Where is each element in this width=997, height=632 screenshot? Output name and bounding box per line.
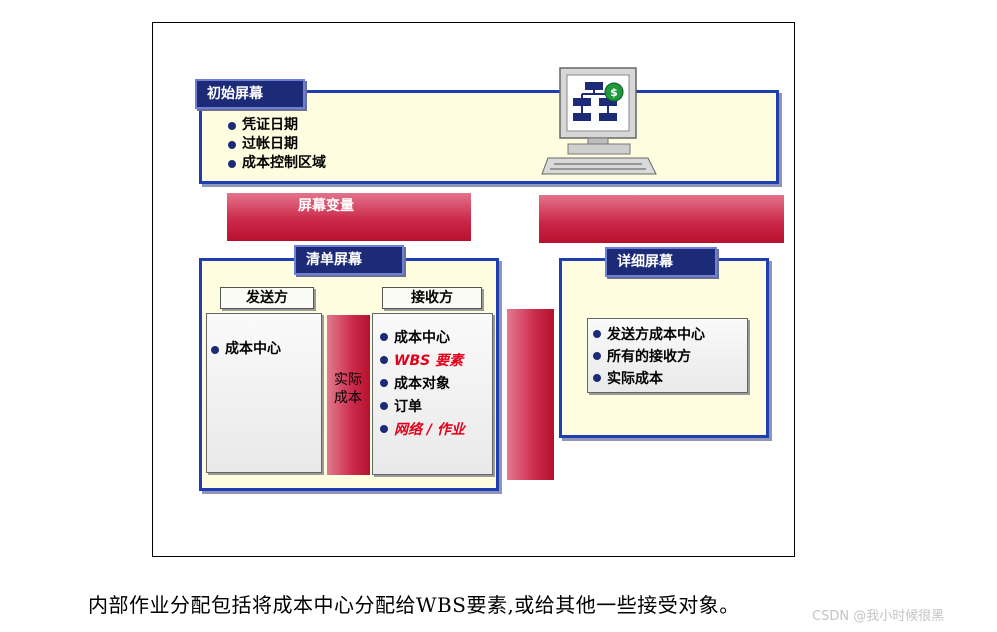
list-item: 成本中心 xyxy=(211,340,281,359)
actual-cost-label: 实际成本 xyxy=(334,372,362,406)
receiver-box xyxy=(372,313,493,475)
list-item: 成本中心 xyxy=(380,327,465,350)
list-item: 发送方成本中心 xyxy=(593,324,705,346)
list-item: 实际成本 xyxy=(593,368,705,390)
computer-icon: $ xyxy=(541,67,657,175)
list-item: 所有的接收方 xyxy=(593,346,705,368)
connector-bar-right xyxy=(539,195,784,243)
watermark-text: CSDN @我小时候很黑 xyxy=(812,609,945,624)
receiver-header: 接收方 xyxy=(382,287,482,309)
sender-list: 成本中心 xyxy=(211,340,281,359)
sender-box xyxy=(206,313,322,473)
detail-box xyxy=(587,318,748,393)
screen-variant-bar xyxy=(227,193,471,241)
receiver-list: 成本中心 WBS 要素 成本对象 订单 网络 / 作业 xyxy=(380,327,465,442)
initial-screen-tab: 初始屏幕 xyxy=(195,79,305,109)
sender-header: 发送方 xyxy=(220,287,314,309)
detail-list: 发送方成本中心 所有的接收方 实际成本 xyxy=(593,324,705,390)
list-item: 过帐日期 xyxy=(228,135,326,154)
actual-cost-bar xyxy=(327,315,370,475)
list-item: 订单 xyxy=(380,396,465,419)
list-item: 成本对象 xyxy=(380,373,465,396)
initial-screen-list: 凭证日期 过帐日期 成本控制区域 xyxy=(228,116,326,173)
list-item: 网络 / 作业 xyxy=(380,419,465,442)
list-screen-tab: 清单屏幕 xyxy=(294,245,404,275)
detail-screen-tab: 详细屏幕 xyxy=(605,247,717,277)
list-item: WBS 要素 xyxy=(380,350,465,373)
list-item: 凭证日期 xyxy=(228,116,326,135)
svg-text:$: $ xyxy=(610,86,618,99)
list-item: 成本控制区域 xyxy=(228,154,326,173)
connector-bar-vertical xyxy=(507,309,554,480)
caption-text: 内部作业分配包括将成本中心分配给WBS要素,或给其他一些接受对象。 xyxy=(88,593,740,617)
screen-variant-label: 屏幕变量 xyxy=(298,198,354,214)
